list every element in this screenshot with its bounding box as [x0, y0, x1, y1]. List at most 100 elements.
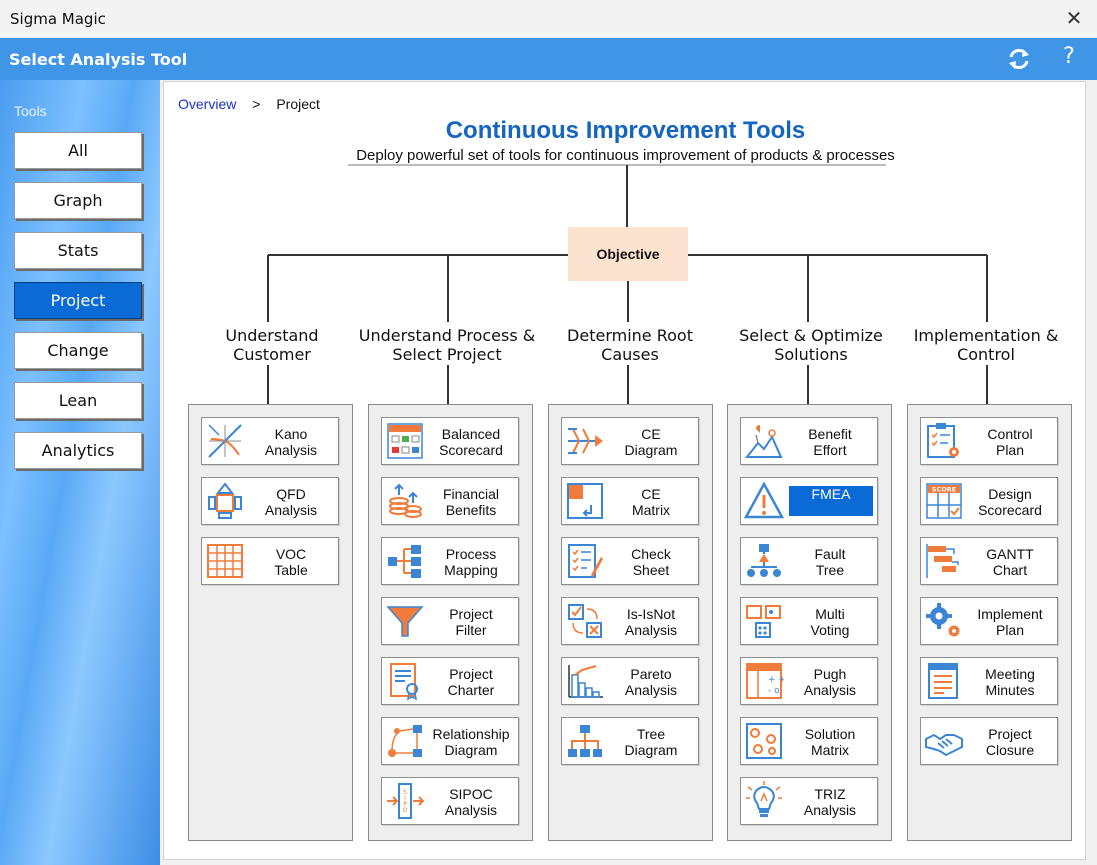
tool-all-button[interactable]: All — [14, 132, 142, 169]
refresh-icon[interactable] — [1006, 46, 1032, 72]
tool-analytics-button[interactable]: Analytics — [14, 432, 142, 469]
gantt-icon — [924, 541, 964, 581]
category-implementation-control: Implementation &Control — [913, 326, 1059, 364]
breadcrumb-overview-link[interactable]: Overview — [178, 96, 237, 112]
tool-label: FMEA — [789, 486, 873, 516]
benefit-effort-icon — [744, 421, 784, 461]
sidebar: Tools All Graph Stats Project Change Lea… — [0, 80, 160, 865]
is-isnot-icon — [565, 601, 605, 641]
financial-benefits-icon — [385, 481, 425, 521]
header-bar: Select Analysis Tool ? — [0, 38, 1097, 80]
ce-matrix-icon — [565, 481, 605, 521]
objective-box: Objective — [568, 227, 688, 281]
breadcrumb: Overview > Project — [178, 96, 320, 112]
tool-graph-button[interactable]: Graph — [14, 182, 142, 219]
tool-project-button[interactable]: Project — [14, 282, 142, 319]
title-bar: Sigma Magic ✕ — [0, 0, 1097, 38]
category-understand-process: Understand Process &Select Project — [358, 326, 536, 364]
design-scorecard-icon: SCORE — [924, 481, 964, 521]
breadcrumb-current: Project — [276, 96, 320, 112]
svg-text:+ +: + + — [768, 675, 784, 685]
ce-diagram-icon — [565, 421, 605, 461]
breadcrumb-separator: > — [252, 96, 261, 112]
close-button[interactable]: ✕ — [1065, 8, 1083, 30]
meeting-minutes-icon — [924, 661, 964, 701]
qfd-icon — [205, 481, 245, 521]
svg-text:S: S — [403, 789, 407, 796]
tools-label: Tools — [14, 103, 47, 119]
main-panel: Overview > Project Continuous Improvemen… — [163, 81, 1086, 860]
svg-text:I: I — [404, 795, 406, 802]
tool-stats-button[interactable]: Stats — [14, 232, 142, 269]
app-title: Sigma Magic — [10, 10, 106, 28]
fmea-button[interactable]: FMEA — [740, 477, 878, 525]
help-button[interactable]: ? — [1063, 44, 1075, 69]
voc-table-icon — [205, 541, 245, 581]
tool-change-button[interactable]: Change — [14, 332, 142, 369]
svg-text:SCORE: SCORE — [932, 486, 956, 494]
page-title: Continuous Improvement Tools — [445, 117, 806, 144]
project-filter-icon — [385, 601, 425, 641]
balanced-scorecard-icon — [385, 421, 425, 461]
kano-icon — [205, 421, 245, 461]
pareto-icon — [565, 661, 605, 701]
solution-matrix-icon — [744, 721, 784, 761]
page-subtitle: Deploy powerful set of tools for continu… — [356, 147, 895, 164]
tool-lean-button[interactable]: Lean — [14, 382, 142, 419]
